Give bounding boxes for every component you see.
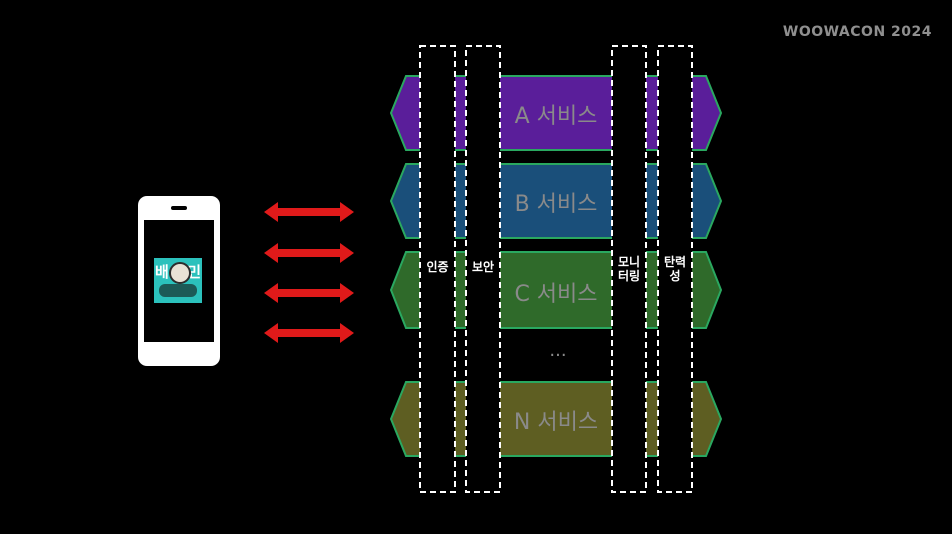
auth-column (419, 45, 456, 493)
monitoring-label: 모니 터링 (617, 255, 641, 283)
service-label: B 서비스 (514, 192, 598, 217)
service-label: C 서비스 (514, 282, 598, 307)
auth-label: 인증 (426, 260, 449, 274)
app-text-left: 배 (155, 263, 169, 281)
phone-screen: 배 민 (144, 220, 214, 342)
scooter-icon (159, 284, 197, 297)
rider-icon (169, 262, 191, 284)
service-label: N 서비스 (513, 410, 599, 435)
security-column (465, 45, 501, 493)
double-arrow (264, 202, 354, 222)
service-label: A 서비스 (514, 104, 598, 129)
double-arrow (264, 323, 354, 343)
resilience-column (657, 45, 693, 493)
ellipsis: ... (549, 340, 567, 361)
security-label: 보안 (471, 260, 495, 274)
double-arrow (264, 243, 354, 263)
app-text-right: 민 (187, 263, 201, 281)
brand-logo-text: WOOWACON 2024 (782, 24, 932, 40)
monitoring-column (611, 45, 647, 493)
baemin-app-icon: 배 민 (154, 258, 202, 303)
smartphone-icon: 배 민 (138, 196, 220, 366)
phone-speaker (171, 206, 187, 210)
resilience-label: 탄력 성 (663, 255, 687, 283)
app-icon-text: 배 민 (155, 261, 201, 282)
double-arrow (264, 283, 354, 303)
